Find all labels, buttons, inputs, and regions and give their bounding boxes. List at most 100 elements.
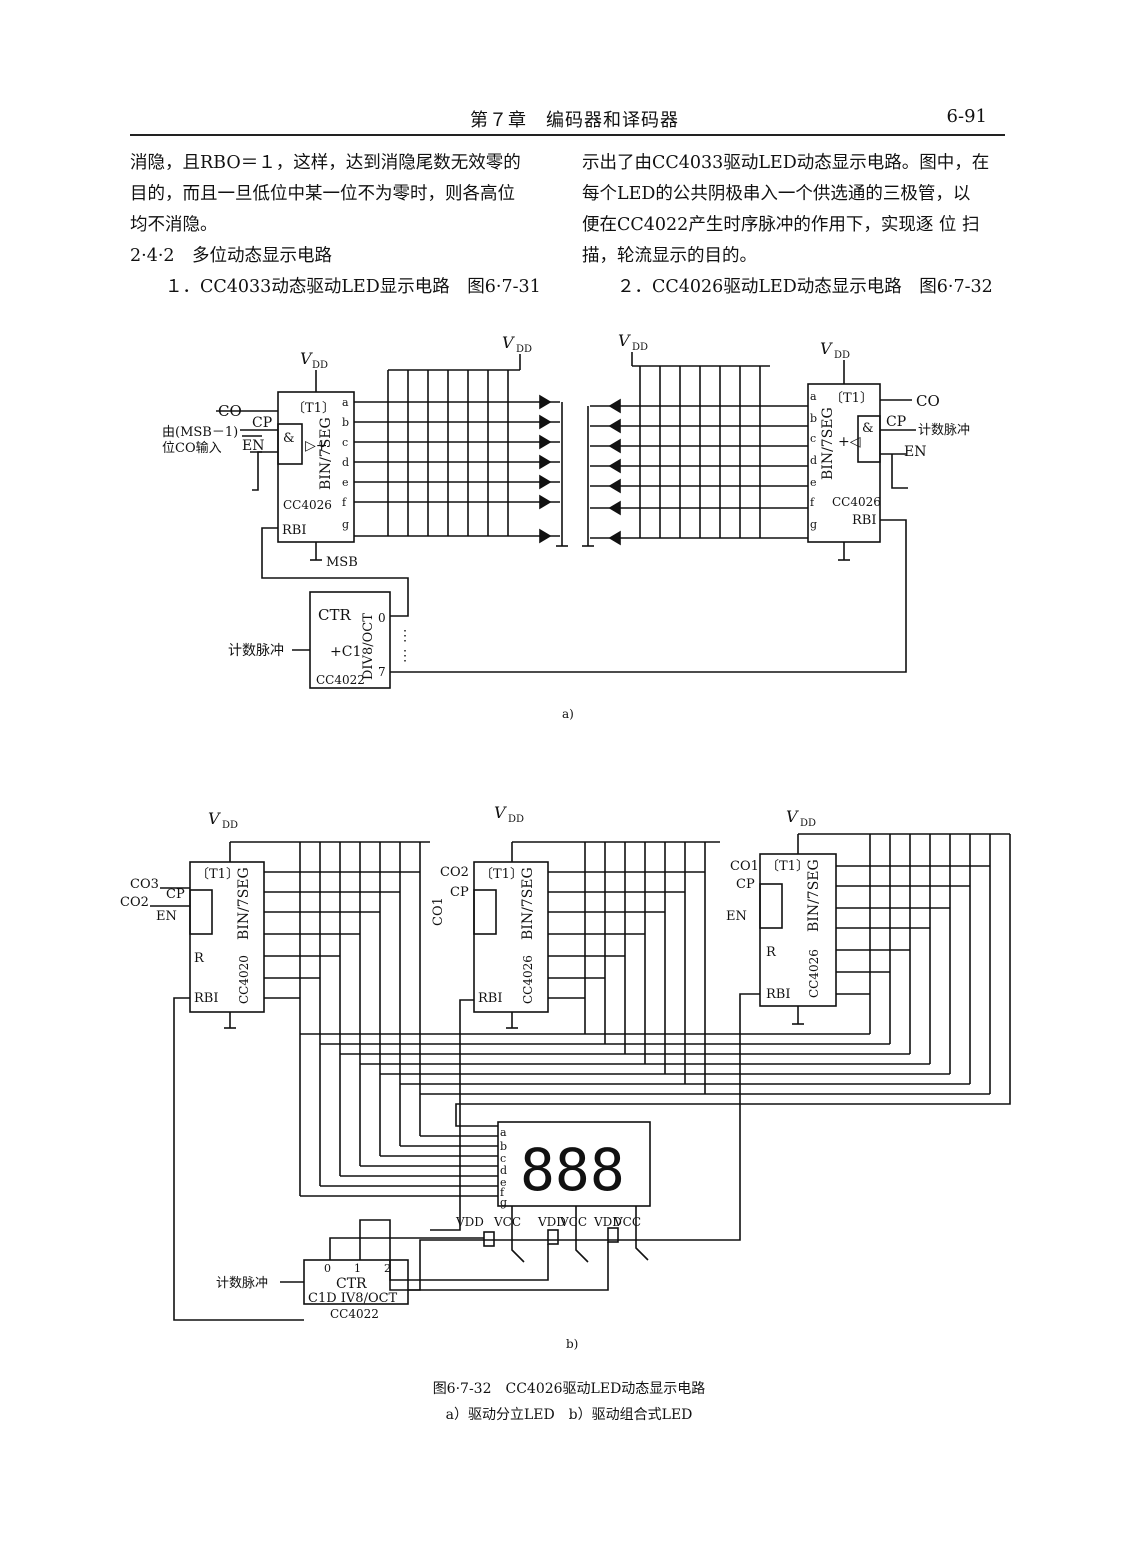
svg-text:f: f <box>810 496 815 509</box>
svg-text:VCC: VCC <box>493 1215 521 1229</box>
svg-text:7: 7 <box>378 665 386 679</box>
fig-b-bus <box>173 833 1011 1321</box>
fig-a-left-and-gate <box>277 423 303 465</box>
fig-b-display: 888 a b c d e f g VDD VCC VDD VCC VDD VC… <box>455 1121 651 1263</box>
fig-a-left-leds <box>539 394 552 544</box>
svg-text:CC4020: CC4020 <box>237 955 251 1004</box>
svg-text:a: a <box>500 1126 507 1139</box>
svg-text:RBI: RBI <box>852 513 876 528</box>
fig-a-left-segment-wires: V DD <box>354 333 568 547</box>
svg-text:〔T1〕: 〔T1〕 <box>480 867 523 882</box>
svg-text:RBI: RBI <box>194 991 218 1006</box>
svg-text:c: c <box>342 436 348 449</box>
section-heading: 2·4·2 多位动态显示电路 <box>130 246 333 266</box>
fig-b-chip-3: 〔T1〕 BIN/7SEG CC4026 RBI R CO1 CP EN V D… <box>726 807 837 1025</box>
fig-a-sublabel: a) <box>562 707 574 721</box>
svg-text:DD: DD <box>632 342 648 353</box>
svg-text:BIN/7SEG: BIN/7SEG <box>806 859 822 932</box>
left-line-1: 消隐，且RBO＝１，这样，达到消隐尾数无效零的 <box>130 153 521 173</box>
svg-text:CP: CP <box>736 877 755 892</box>
fig-a-left-chip: 〔T1〕 BIN/7SEG CC4026 RBI & ▷+ CO CP EN 由… <box>162 349 358 570</box>
fig-a-left-t1: 〔T1〕 <box>292 401 335 416</box>
svg-text:▷+: ▷+ <box>305 438 328 454</box>
fig-a-msb: MSB <box>326 555 358 570</box>
svg-text:g: g <box>342 518 349 531</box>
svg-text:DD: DD <box>516 344 532 355</box>
svg-text:V: V <box>208 809 221 828</box>
svg-text:c: c <box>810 432 816 445</box>
svg-text:BIN/7SEG: BIN/7SEG <box>236 867 252 940</box>
svg-text:CTR: CTR <box>318 606 351 624</box>
svg-text:VDD: VDD <box>455 1215 484 1229</box>
right-column: 示出了由CC4033驱动LED动态显示电路。图中，在 每个LED的公共阴极串入一… <box>582 148 1006 303</box>
svg-text:g: g <box>810 518 817 531</box>
svg-text:〔T1〕: 〔T1〕 <box>830 391 873 406</box>
left-line-3: 均不消隐。 <box>130 215 218 235</box>
svg-text:DD: DD <box>800 818 816 829</box>
svg-text:计数脉冲: 计数脉冲 <box>216 1276 268 1291</box>
fig-a-right-leds <box>608 398 621 546</box>
display-digits: 888 <box>520 1136 625 1204</box>
right-line-3: 便在CC4022产生时序脉冲的作用下，实现逐 位 扫 <box>582 215 980 235</box>
header-rule <box>130 134 1005 136</box>
svg-text:2: 2 <box>384 1262 391 1275</box>
svg-text:DD: DD <box>508 814 524 825</box>
svg-text:CC4026: CC4026 <box>807 949 821 998</box>
fig-a-input-label-2: 位CO输入 <box>162 440 222 456</box>
svg-text:a: a <box>810 390 817 403</box>
fig-a-left-vdd: V <box>300 349 313 368</box>
svg-text:e: e <box>810 476 817 489</box>
svg-text:BIN/7SEG: BIN/7SEG <box>820 407 836 480</box>
svg-text:R: R <box>766 945 777 960</box>
svg-text:V: V <box>502 333 515 352</box>
fig-a-input-label-1: 由(MSB－1) <box>162 425 238 440</box>
svg-text:&: & <box>862 421 874 436</box>
fig-a-right-segment-wires: V DD <box>582 331 808 547</box>
item-2-heading: ２．CC4026驱动LED动态显示电路 图6·7-32 <box>617 277 993 297</box>
svg-text:CO: CO <box>916 392 940 410</box>
svg-text:CC4026: CC4026 <box>521 955 535 1004</box>
svg-text:b: b <box>500 1140 507 1153</box>
svg-text:EN: EN <box>904 444 926 460</box>
svg-text:e: e <box>500 1176 507 1189</box>
svg-text:g: g <box>500 1196 507 1209</box>
right-line-4: 描，轮流显示的目的。 <box>582 246 757 266</box>
svg-text:V: V <box>494 803 507 822</box>
svg-text:0: 0 <box>324 1262 331 1275</box>
svg-text:d: d <box>342 456 349 469</box>
svg-text:f: f <box>500 1186 505 1199</box>
svg-text:CP: CP <box>450 885 469 900</box>
svg-text:e: e <box>342 476 349 489</box>
svg-text:a: a <box>342 396 349 409</box>
svg-text:+◁: +◁ <box>838 434 861 450</box>
fig-b-sublabel: b) <box>566 1337 578 1351</box>
svg-text:⋮: ⋮ <box>398 628 412 644</box>
page-number: 6-91 <box>946 106 987 127</box>
fig-a-right-chip: 〔T1〕 BIN/7SEG CC4026 RBI & +◁ CO CP 计数脉冲… <box>807 339 970 561</box>
fig-a-left-vdd-sub: DD <box>312 360 328 371</box>
svg-text:BIN/7SEG: BIN/7SEG <box>520 867 536 940</box>
svg-text:CO3: CO3 <box>130 877 159 892</box>
svg-text:+C1: +C1 <box>330 644 361 660</box>
svg-text:CC4026: CC4026 <box>832 495 881 509</box>
svg-text:RBI: RBI <box>766 987 790 1002</box>
svg-text:CC4022: CC4022 <box>330 1307 379 1321</box>
fig-a-left-cp: CP <box>252 415 272 431</box>
svg-text:V: V <box>786 807 799 826</box>
svg-text:计数脉冲: 计数脉冲 <box>918 423 970 438</box>
svg-text:EN: EN <box>156 909 177 924</box>
left-line-2: 目的，而且一旦低位中某一位不为零时，则各高位 <box>130 184 515 204</box>
svg-text:b: b <box>810 412 817 425</box>
svg-text:VCC: VCC <box>559 1215 587 1229</box>
svg-text:CO2: CO2 <box>120 895 149 910</box>
svg-text:V: V <box>820 339 833 358</box>
fig-b-chip-1: 〔T1〕 BIN/7SEG CC4020 RBI R 〔T1〕 CO3 CO2 … <box>120 809 265 1029</box>
svg-text:CO1: CO1 <box>431 897 446 926</box>
svg-text:f: f <box>342 496 347 509</box>
svg-text:CP: CP <box>166 887 185 902</box>
fig-a-left-and: & <box>283 431 295 446</box>
fig-b-counter: CTR C1D IV8/OCT CC4022 0 1 2 计数脉冲 <box>216 1219 609 1321</box>
svg-text:EN: EN <box>726 909 747 924</box>
item-1-heading: １．CC4033动态驱动LED显示电路 图6·7-31 <box>165 277 541 297</box>
svg-text:DD: DD <box>222 820 238 831</box>
